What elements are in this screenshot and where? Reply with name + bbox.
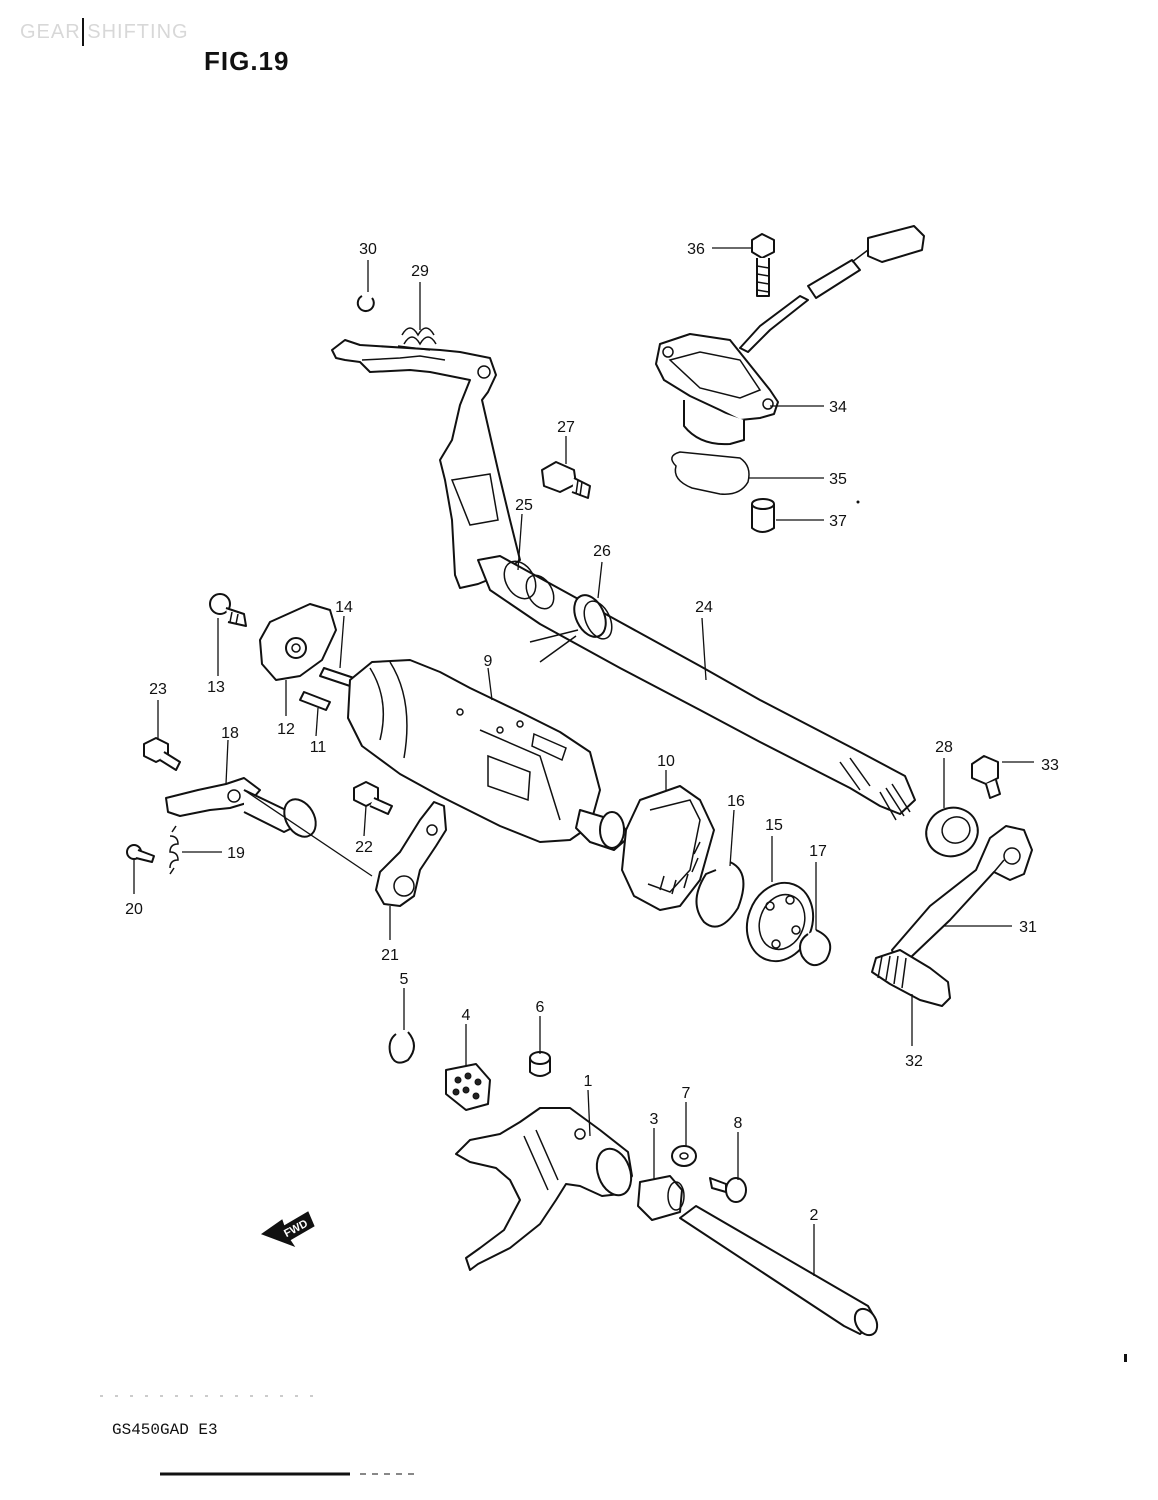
callout-4: 4	[462, 1007, 471, 1024]
callout-12: 12	[277, 721, 295, 738]
part-16-circlip	[695, 861, 745, 928]
part-8-screw	[709, 1177, 747, 1203]
part-19-spring	[169, 825, 179, 875]
part-29-spring	[401, 327, 437, 346]
part-22-bolt	[353, 781, 393, 815]
part-21-stopper-plate	[375, 801, 447, 907]
figure-label: FIG.19	[204, 46, 289, 76]
part-10-bearing	[621, 785, 715, 911]
part-31-gearshift-lever	[891, 825, 1033, 963]
callout-31: 31	[1019, 919, 1037, 936]
callout-14: 14	[335, 599, 353, 616]
callout-34: 34	[829, 399, 847, 416]
callout-7: 7	[682, 1085, 691, 1102]
callout-30: 30	[359, 241, 377, 258]
callout-17: 17	[809, 843, 827, 860]
section-title: GEAR SHIFTING	[20, 21, 189, 43]
part-25-gearshift-arm	[331, 339, 521, 589]
callout-8: 8	[734, 1115, 743, 1132]
part-6-pin	[529, 1051, 551, 1077]
part-7-washer	[671, 1145, 697, 1167]
callout-22: 22	[355, 839, 373, 856]
model-code: GS450GAD E3	[112, 1421, 218, 1439]
part-33-bolt	[971, 755, 1001, 799]
callout-33: 33	[1041, 757, 1059, 774]
callout-35: 35	[829, 471, 847, 488]
leader-lines	[133, 247, 1034, 1276]
scan-specks	[100, 500, 1127, 1476]
part-3-roller	[637, 1175, 685, 1221]
callout-9: 9	[484, 653, 493, 670]
callout-3: 3	[650, 1111, 659, 1128]
part-35-o-ring	[671, 451, 750, 495]
part-12-plate	[259, 603, 337, 681]
callout-10: 10	[657, 753, 675, 770]
callout-11: 11	[310, 739, 327, 756]
part-15-bearing	[745, 881, 815, 963]
part-9-gearshift-cam	[347, 659, 631, 851]
callout-32: 32	[905, 1053, 923, 1070]
callout-5: 5	[400, 971, 409, 988]
callout-28: 28	[935, 739, 953, 756]
part-2-fork-shaft	[679, 1205, 879, 1337]
callout-29: 29	[411, 263, 429, 280]
callout-13: 13	[207, 679, 225, 696]
callout-27: 27	[557, 419, 575, 436]
part-26-return-spring	[529, 594, 613, 663]
part-4-roller	[445, 1063, 491, 1111]
callout-16: 16	[727, 793, 745, 810]
callout-21: 21	[381, 947, 399, 964]
part-5-circlip	[388, 1031, 415, 1064]
callout-15: 15	[765, 817, 783, 834]
callout-19: 19	[227, 845, 245, 862]
callout-25: 25	[515, 497, 533, 514]
part-32-footrest-rubber	[871, 949, 951, 1007]
part-20-bolt	[126, 844, 155, 863]
callout-26: 26	[593, 543, 611, 560]
part-18-cam-stopper	[165, 777, 317, 838]
callout-20: 20	[125, 901, 143, 918]
callout-6: 6	[536, 999, 545, 1016]
part-11-pin	[299, 691, 331, 711]
callout-2: 2	[810, 1207, 819, 1224]
callout-36: 36	[687, 241, 705, 258]
part-28-oil-seal	[925, 806, 979, 858]
part-30-circlip	[356, 295, 375, 313]
part-1-gearshift-fork	[455, 1107, 633, 1271]
part-27-stopper-bolt	[541, 461, 591, 499]
callout-labels: 1 2 3 4 5 6 7 8 9 10 11 12 13 14 15 16 1…	[125, 241, 1059, 1224]
callout-18: 18	[221, 725, 239, 742]
part-17-circlip	[799, 929, 832, 967]
part-34-gear-position-switch	[655, 225, 925, 446]
part-36-bolt	[751, 233, 775, 297]
forward-direction-arrow: FWD	[260, 1211, 315, 1248]
callout-24: 24	[695, 599, 713, 616]
callout-1: 1	[584, 1073, 593, 1090]
part-23-bolt	[143, 737, 181, 771]
callout-23: 23	[149, 681, 167, 698]
part-37-pin	[751, 498, 775, 533]
callout-37: 37	[829, 513, 847, 530]
part-13-bolt	[209, 593, 247, 627]
